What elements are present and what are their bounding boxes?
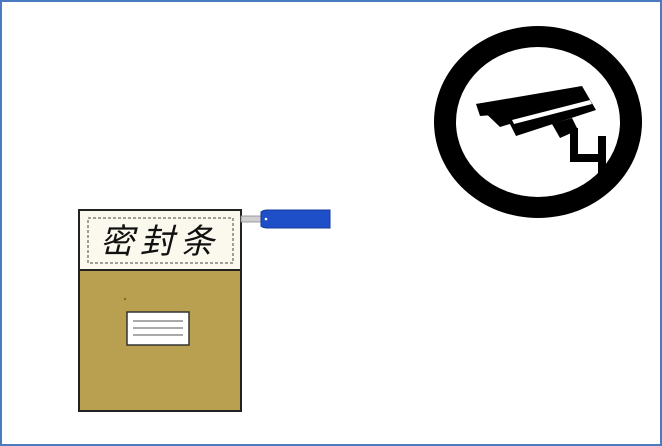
sealed-envelope-icon: 密封条 bbox=[78, 209, 331, 412]
camera-icon bbox=[476, 86, 606, 176]
seal-strip-label: 密封条 bbox=[100, 222, 220, 262]
camera-wall-plate bbox=[598, 136, 606, 176]
camera-body bbox=[476, 86, 596, 136]
surveillance-camera-sign-icon bbox=[434, 26, 642, 218]
pen-body bbox=[260, 209, 331, 229]
pen-highlight bbox=[264, 217, 268, 221]
sealed-envelope-group: 密封条 bbox=[68, 207, 338, 417]
camera-mount-joint bbox=[552, 118, 578, 138]
envelope-dot bbox=[123, 297, 127, 301]
seal-strip-dashed-border bbox=[87, 217, 234, 264]
pen-icon bbox=[240, 209, 331, 229]
camera-lens-hood bbox=[476, 100, 506, 116]
camera-stripe bbox=[512, 100, 592, 124]
pen-tip bbox=[240, 215, 262, 223]
seal-strip-area bbox=[78, 209, 242, 271]
